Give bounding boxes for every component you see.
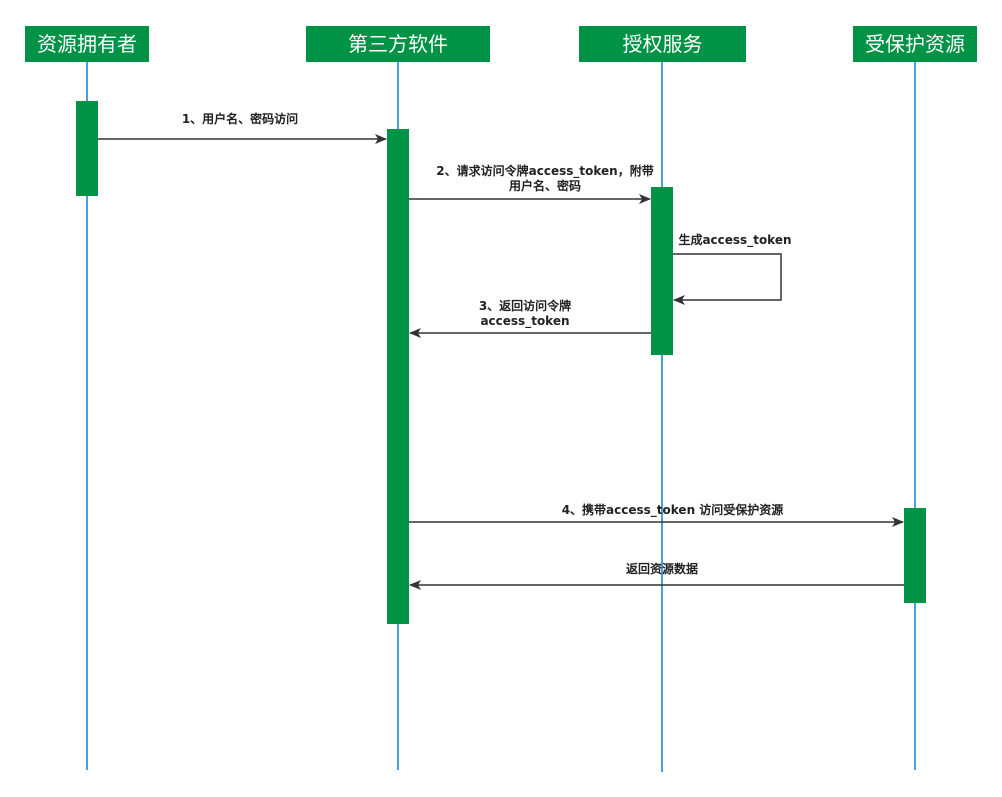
message-label-m2: 2、请求访问令牌access_token，附带 用户名、密码 xyxy=(410,164,680,194)
message-text: 2、请求访问令牌access_token，附带 xyxy=(436,164,654,178)
activation-client xyxy=(387,129,409,624)
message-text: 1、用户名、密码访问 xyxy=(181,112,299,126)
message-label-m1: 1、用户名、密码访问 xyxy=(130,112,350,127)
message-text: 生成access_token xyxy=(678,233,792,247)
actor-resource-owner: 资源拥有者 xyxy=(25,26,149,62)
message-text: 用户名、密码 xyxy=(508,179,581,193)
activation-resource xyxy=(904,508,926,603)
activation-owner xyxy=(76,101,98,196)
actor-third-party-software: 第三方软件 xyxy=(306,26,490,62)
message-text: access_token xyxy=(480,314,570,328)
message-text: 3、返回访问令牌 xyxy=(478,299,572,313)
message-label-m5: 4、携带access_token 访问受保护资源 xyxy=(530,503,815,518)
actor-authorization-service: 授权服务 xyxy=(579,26,746,62)
message-text: 返回资源数据 xyxy=(625,562,698,576)
message-label-m4: 3、返回访问令牌 access_token xyxy=(450,299,600,329)
message-text: 4、携带access_token 访问受保护资源 xyxy=(561,503,784,517)
activation-auth xyxy=(651,187,673,355)
message-label-m3: 生成access_token xyxy=(665,233,805,248)
actor-protected-resource: 受保护资源 xyxy=(853,26,977,62)
message-label-m6: 返回资源数据 xyxy=(602,562,722,577)
arrow-m3 xyxy=(673,253,782,305)
